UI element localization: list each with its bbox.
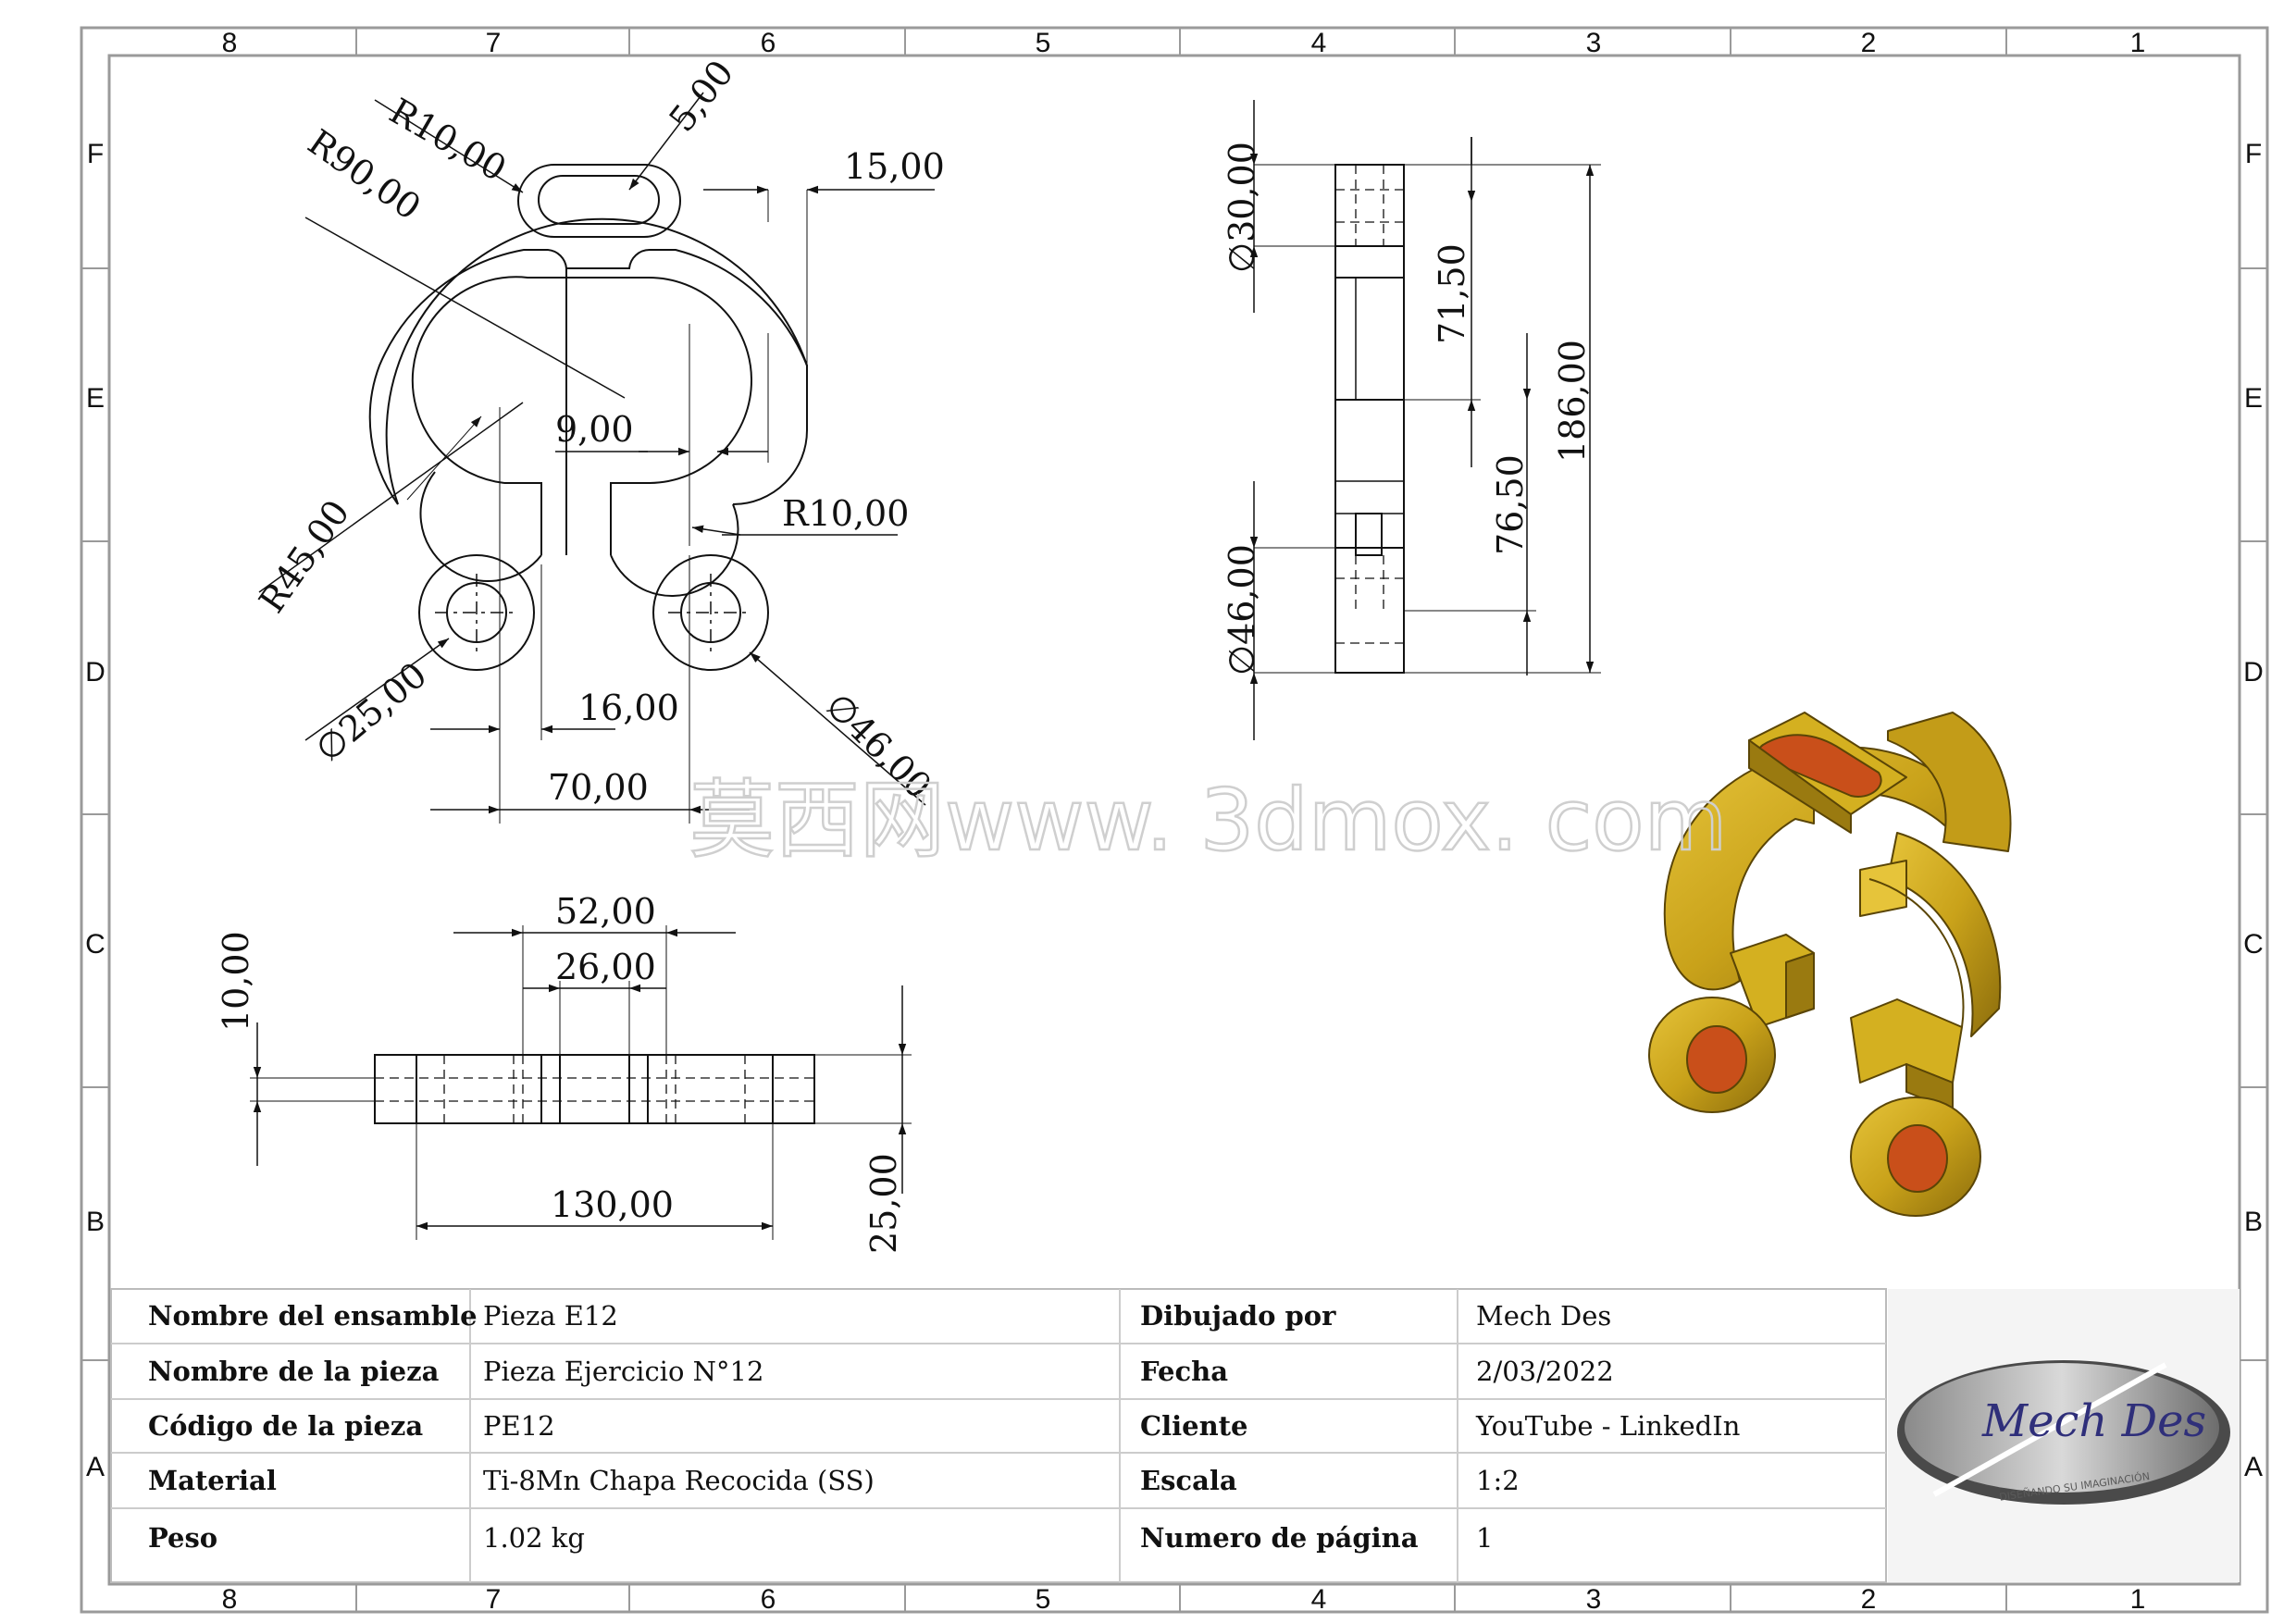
dim-dia46-side: ∅46,00 <box>1222 544 1262 675</box>
top-view <box>250 925 912 1240</box>
dim-130: 130,00 <box>551 1184 674 1225</box>
zone-row-label-right: F <box>2245 139 2262 169</box>
zone-column-label-top: 7 <box>486 28 502 58</box>
title-block-label: Cliente <box>1140 1410 1248 1442</box>
title-block-label: Peso <box>148 1522 217 1554</box>
dim-slot-5: 5,00 <box>661 53 741 140</box>
title-block-label: Código de la pieza <box>148 1410 423 1442</box>
dim-r45: R45,00 <box>251 492 357 620</box>
zone-column-label-bottom: 1 <box>2130 1584 2146 1615</box>
zone-row-label-left: E <box>86 383 105 414</box>
outer-border <box>80 26 2269 1614</box>
title-block-value: PE12 <box>483 1410 555 1442</box>
dim-76-5: 76,50 <box>1490 454 1531 555</box>
dim-71-5: 71,50 <box>1432 243 1472 344</box>
isometric-part-render <box>1648 712 2012 1217</box>
zone-row-label-left: B <box>86 1207 105 1237</box>
zone-row-label-right: B <box>2244 1207 2263 1237</box>
zone-row-label-left: A <box>86 1452 105 1482</box>
dim-26: 26,00 <box>555 947 656 987</box>
zone-column-label-top: 8 <box>222 28 238 58</box>
title-block-label: Nombre del ensamble <box>148 1300 478 1332</box>
zone-column-label-bottom: 6 <box>761 1584 776 1615</box>
title-block-label: Dibujado por <box>1140 1300 1336 1332</box>
zone-row-label-right: D <box>2243 657 2264 688</box>
zone-column-label-top: 4 <box>1311 28 1327 58</box>
dim-16: 16,00 <box>578 688 679 728</box>
dim-25: 25,00 <box>863 1153 904 1254</box>
title-block-label: Material <box>148 1465 277 1496</box>
zone-column-label-bottom: 4 <box>1311 1584 1327 1615</box>
dim-52: 52,00 <box>555 891 656 932</box>
front-view <box>258 92 935 824</box>
title-block-value: 1.02 kg <box>483 1522 585 1554</box>
title-block-value: Mech Des <box>1476 1300 1611 1332</box>
zone-column-label-bottom: 7 <box>486 1584 502 1615</box>
zone-row-label-left: C <box>85 929 105 960</box>
dim-dia30: ∅30,00 <box>1222 142 1262 273</box>
dim-9: 9,00 <box>555 409 634 450</box>
title-block-label: Numero de página <box>1140 1522 1419 1554</box>
zone-column-label-bottom: 5 <box>1036 1584 1051 1615</box>
zone-row-label-left: D <box>85 657 105 688</box>
title-block-value: Ti-8Mn Chapa Recocida (SS) <box>483 1465 875 1496</box>
title-block-value: 2/03/2022 <box>1476 1356 1614 1387</box>
zone-column-label-top: 1 <box>2130 28 2146 58</box>
title-block-value: 1 <box>1476 1522 1493 1554</box>
dim-dia25: ∅25,00 <box>308 654 435 770</box>
watermark: 莫西网www. 3dmox. com <box>689 771 1727 870</box>
company-logo: Mech Des DISEÑANDO SU IMAGINACIÓN <box>1888 1289 2240 1582</box>
zone-column-label-bottom: 3 <box>1586 1584 1602 1615</box>
title-block-label: Nombre de la pieza <box>148 1356 440 1387</box>
title-block-label: Escala <box>1140 1465 1237 1496</box>
dim-10: 10,00 <box>216 931 256 1032</box>
title-block-value: 1:2 <box>1476 1465 1520 1496</box>
zone-column-label-bottom: 2 <box>1861 1584 1877 1615</box>
title-block-value: Pieza Ejercicio N°12 <box>483 1356 763 1387</box>
title-block-label: Fecha <box>1140 1356 1228 1387</box>
zone-column-label-top: 5 <box>1036 28 1051 58</box>
dim-186: 186,00 <box>1552 340 1593 463</box>
zone-row-label-right: A <box>2244 1452 2263 1482</box>
zone-row-label-right: E <box>2244 383 2263 414</box>
title-block-value: YouTube - LinkedIn <box>1475 1410 1740 1442</box>
inner-border <box>107 54 2241 1586</box>
zone-row-label-right: C <box>2243 929 2264 960</box>
dim-15: 15,00 <box>844 146 945 187</box>
zone-column-label-top: 2 <box>1861 28 1877 58</box>
dim-70: 70,00 <box>548 767 649 808</box>
zone-column-label-top: 6 <box>761 28 776 58</box>
logo-text: Mech Des <box>1981 1395 2206 1447</box>
dim-r10-mid: R10,00 <box>782 493 909 534</box>
dim-r10-top: R10,00 <box>383 91 514 190</box>
zone-row-label-left: F <box>87 139 104 169</box>
zone-column-label-bottom: 8 <box>222 1584 238 1615</box>
zone-column-label-top: 3 <box>1586 28 1602 58</box>
title-block-value: Pieza E12 <box>483 1300 618 1332</box>
side-view <box>1249 100 1601 740</box>
